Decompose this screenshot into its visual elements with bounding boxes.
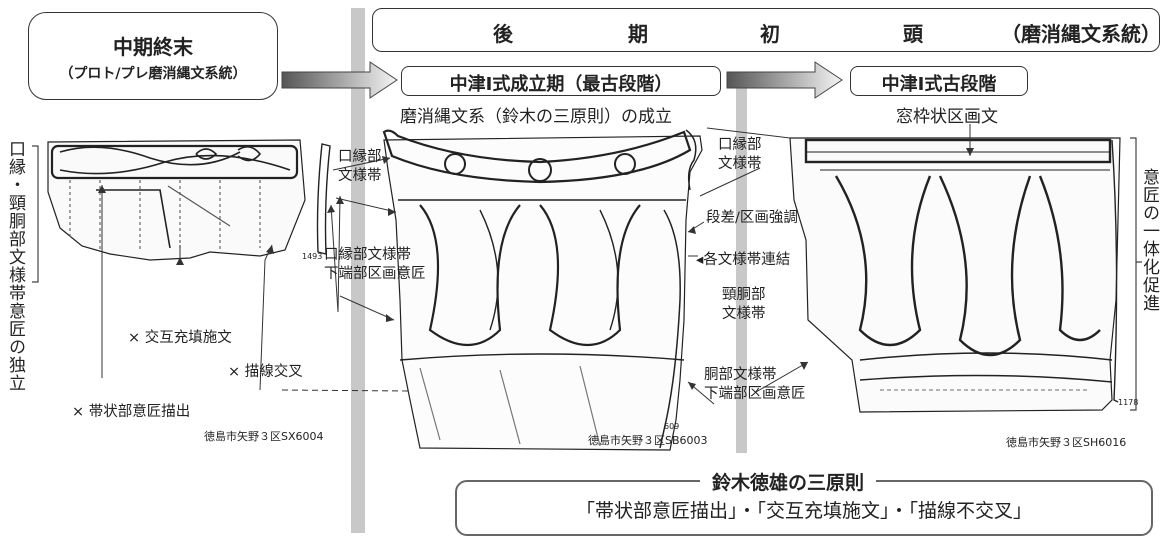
stage2-caption: 窓枠状区画文	[896, 107, 998, 127]
late-char-4: 頭	[903, 22, 923, 46]
late-period-header: 後 期 初 頭 （磨消縄文系統）	[372, 8, 1161, 52]
arrow-icon	[281, 61, 398, 99]
arrowhead-icon	[98, 148, 974, 390]
rim-band-label-right: 口縁部 文様帯	[718, 137, 762, 172]
specimen-number-1493: 1493	[302, 252, 323, 261]
late-char-1: 後	[493, 22, 513, 46]
site-label-left: 徳島市矢野３区SX6004	[204, 430, 324, 443]
middle-period-title: 中期終末	[113, 35, 193, 59]
specimen-number-1178: 1178	[1118, 398, 1139, 407]
site-label-right: 徳島市矢野３区SH6016	[1006, 436, 1127, 449]
stage2-title: 中津Ⅰ式古段階	[881, 74, 997, 95]
right-vertical-label: 意匠の一体化促進	[1139, 168, 1159, 312]
late-char-2: 期	[628, 22, 648, 46]
period-divider-right	[736, 88, 747, 453]
profile-section-right	[1111, 139, 1119, 403]
site-label-center: 徳島市矢野３区SB6003	[588, 434, 708, 447]
rim-band-label-center: 口縁部 文様帯	[338, 149, 382, 184]
late-subtitle: （磨消縄文系統）	[1001, 22, 1161, 46]
left-vertical-label: 口縁・頸胴部文様帯意匠の独立	[5, 140, 25, 392]
arrow-icon	[726, 61, 843, 99]
neck-band-label: 頸胴部 文様帯	[722, 287, 766, 322]
step-emphasis-label: 段差/区画強調	[706, 210, 798, 226]
principles-list: 「帯状部意匠描出」・「交互充填施文」・「描線不交叉」	[575, 500, 1032, 522]
rim-band-lower-label: 口縁部文様帯 下端部区画意匠	[324, 247, 426, 282]
right-pottery-jar	[789, 137, 1121, 413]
middle-period-subtitle: （プロト/プレ磨消縄文系統）	[59, 66, 247, 82]
stage1-caption: 磨消縄文系（鈴木の三原則）の成立	[400, 107, 672, 127]
specimen-number-609: 609	[664, 422, 680, 431]
note-band-design: × 帯状部意匠描出	[72, 404, 191, 420]
middle-period-box: 中期終末 （プロト/プレ磨消縄文系統）	[28, 12, 278, 100]
stage1-title: 中津Ⅰ式成立期（最古段階）	[449, 74, 673, 95]
late-char-3: 初	[760, 22, 780, 46]
principles-title: 鈴木徳雄の三原則	[700, 468, 877, 495]
period-divider-left	[351, 8, 365, 533]
body-band-lower-label: 胴部文様帯 下端部区画意匠	[704, 367, 806, 402]
note-cross-fill: × 交互充填施文	[128, 330, 232, 346]
rim-profile-center	[685, 129, 697, 191]
stage1-box: 中津Ⅰ式成立期（最古段階）	[401, 66, 721, 96]
stage2-box: 中津Ⅰ式古段階	[850, 66, 1028, 96]
note-line-cross: × 描線交叉	[228, 364, 303, 380]
center-pottery-jar	[382, 129, 703, 451]
profile-section-left	[316, 143, 331, 255]
band-link-label: ◂各文様帯連結	[696, 252, 791, 268]
left-pottery-sherd	[47, 139, 306, 261]
